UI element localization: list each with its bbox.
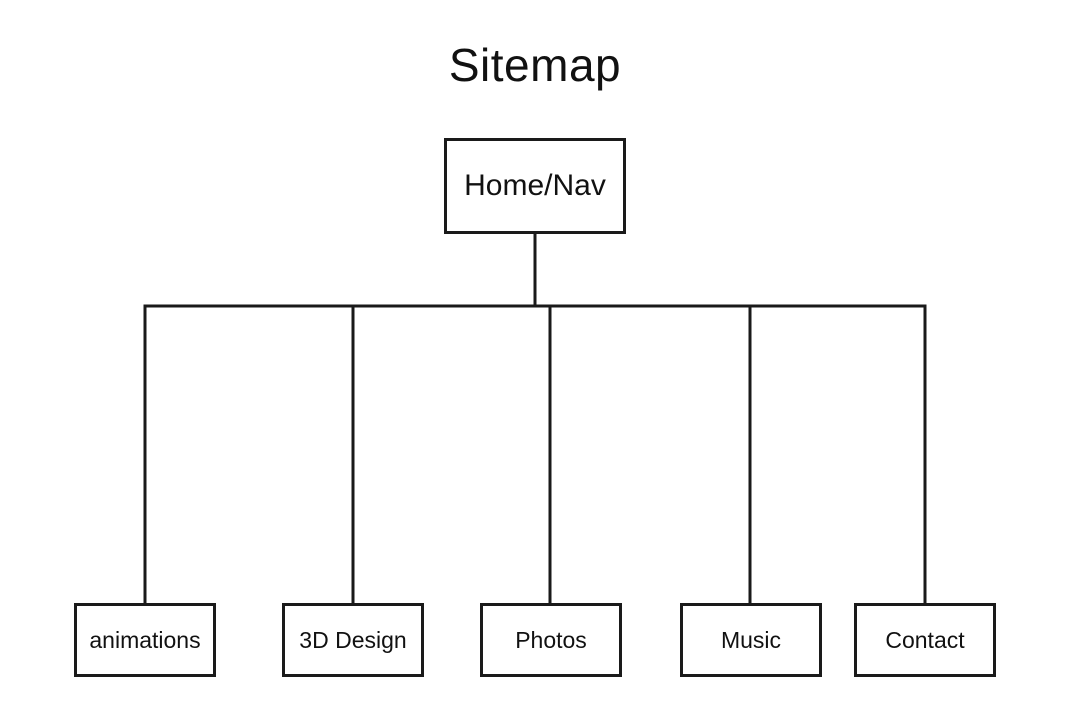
node-animations: animations — [74, 603, 216, 677]
node-photos-label: Photos — [515, 626, 587, 653]
node-animations-label: animations — [89, 626, 201, 653]
node-3d-design: 3D Design — [282, 603, 424, 677]
node-contact-label: Contact — [885, 626, 965, 653]
sitemap-title: Sitemap — [448, 39, 622, 91]
node-home-nav-label: Home/Nav — [464, 169, 606, 202]
node-music-label: Music — [720, 626, 782, 653]
node-home-nav: Home/Nav — [444, 138, 626, 234]
node-contact: Contact — [854, 603, 996, 677]
node-3d-design-label: 3D Design — [299, 626, 407, 653]
node-music: Music — [680, 603, 822, 677]
node-photos: Photos — [480, 603, 622, 677]
